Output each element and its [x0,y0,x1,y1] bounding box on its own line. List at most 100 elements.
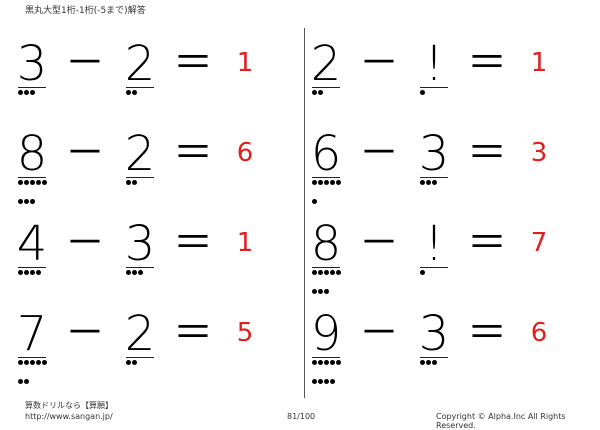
subtrahend-underline [420,177,448,178]
counting-dot [36,270,41,275]
subtrahend-underline [420,357,448,358]
minuend: 6 [310,126,342,182]
minus-sign: － [65,310,105,356]
minuend-dots [312,360,362,398]
counting-dot [126,360,131,365]
counting-dot [24,379,29,384]
footer-url[interactable]: http://www.sangan.jp/ [25,412,113,421]
minuend: 3 [16,36,48,92]
problem-1: 3－2＝1 [15,40,295,110]
counting-dot [132,180,137,185]
minus-sign: － [359,220,399,266]
counting-dot [312,360,317,365]
subtrahend-underline [126,267,154,268]
subtrahend: ! [424,36,444,92]
minus-sign: － [65,40,105,86]
counting-dot [138,270,143,275]
subtrahend-dots [126,180,176,199]
problem-8: 9－3＝6 [309,306,589,384]
counting-dot [432,180,437,185]
minuend-underline [312,267,340,268]
subtrahend-underline [420,87,448,88]
counting-dot [312,90,317,95]
footer-page-number: 81/100 [287,412,316,421]
counting-dot [318,180,323,185]
counting-dot [30,90,35,95]
subtrahend-dots [126,270,176,289]
subtrahend-dots [420,270,470,289]
counting-dot [30,199,35,204]
minus-sign: － [359,40,399,86]
subtrahend-dots [420,90,470,109]
subtrahend-dots [420,360,470,379]
counting-dot [420,270,425,275]
problem-7: 8 －! ＝ 7 [309,216,589,294]
counting-dot [126,270,131,275]
counting-dot [24,199,29,204]
counting-dot [330,270,335,275]
problem-5: 2－!＝1 [309,40,589,110]
counting-dot [24,90,29,95]
counting-dot [24,270,29,275]
counting-dot [30,180,35,185]
subtrahend: 3 [124,216,156,272]
minuend: 9 [310,306,342,362]
answer: 7 [530,228,548,258]
counting-dot [324,180,329,185]
footer-copyright: Copyright © Alpha.Inc All Rights Reserve… [436,412,566,430]
minuend: 4 [16,216,48,272]
minus-sign: － [359,310,399,356]
subtrahend: ! [424,216,444,272]
counting-dot [318,289,323,294]
counting-dot [30,360,35,365]
subtrahend-dots [126,90,176,109]
answer: 1 [236,228,254,258]
subtrahend: 2 [124,36,156,92]
counting-dot [18,360,23,365]
counting-dot [420,90,425,95]
equals-sign: ＝ [467,310,507,356]
minuend-underline [18,177,46,178]
minuend-dots [18,180,68,218]
minuend: 8 [310,216,342,272]
counting-dot [42,360,47,365]
answer: 6 [236,138,254,168]
counting-dot [330,379,335,384]
subtrahend-dots [126,360,176,379]
counting-dot [312,199,317,204]
minuend: 7 [16,306,48,362]
minuend: 2 [310,36,342,92]
answer: 1 [236,48,254,78]
equals-sign: ＝ [467,40,507,86]
counting-dot [336,180,341,185]
counting-dot [312,379,317,384]
equals-sign: ＝ [173,310,213,356]
answer: 5 [236,318,254,348]
equals-sign: ＝ [173,40,213,86]
worksheet-title: 黒丸大型1桁-1桁(-5まで)解答 [25,6,146,16]
counting-dot [420,180,425,185]
minus-sign: － [65,220,105,266]
counting-dot [312,289,317,294]
counting-dot [132,90,137,95]
counting-dot [18,270,23,275]
counting-dot [18,379,23,384]
counting-dot [18,90,23,95]
counting-dot [324,270,329,275]
answer: 6 [530,318,548,348]
counting-dot [318,360,323,365]
counting-dot [336,360,341,365]
answer: 1 [530,48,548,78]
counting-dot [330,360,335,365]
counting-dot [318,270,323,275]
counting-dot [318,379,323,384]
counting-dot [324,289,329,294]
equals-sign: ＝ [467,220,507,266]
counting-dot [36,360,41,365]
counting-dot [24,360,29,365]
counting-dot [132,270,137,275]
minus-sign: － [359,130,399,176]
minuend-dots [18,360,68,398]
subtrahend-underline [126,177,154,178]
